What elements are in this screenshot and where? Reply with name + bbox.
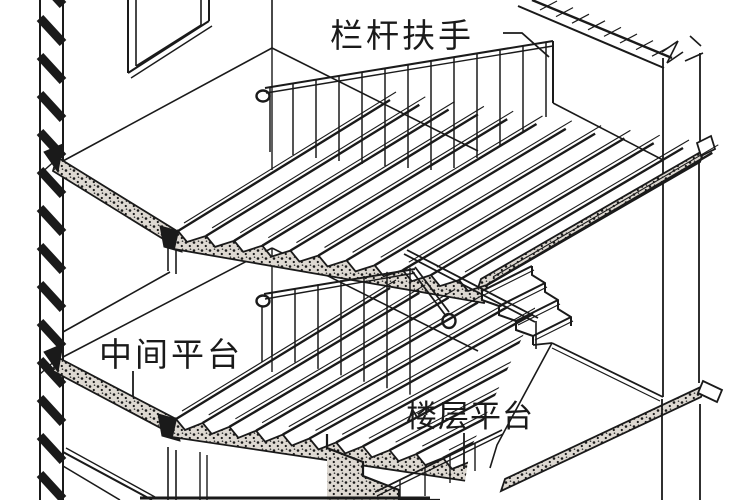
annotation-floor-landing: 楼层平台 (406, 399, 534, 469)
drawing-lines (36, 0, 724, 500)
handrail-leader-line (503, 32, 550, 58)
annotation-handrail: 栏杆扶手 (330, 16, 550, 58)
intermediate-landing-label: 中间平台 (99, 335, 243, 374)
annotation-intermediate-landing: 中间平台 (99, 335, 243, 397)
handrail-label: 栏杆扶手 (330, 16, 474, 55)
floor-landing-label: 楼层平台 (406, 399, 534, 435)
